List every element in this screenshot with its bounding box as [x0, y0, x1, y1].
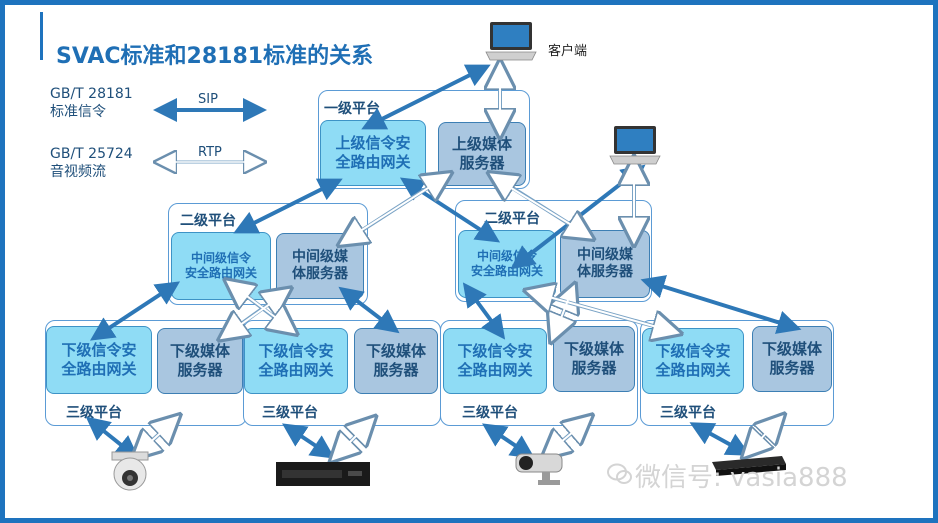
sip-level1-to-level2-left	[233, 178, 343, 234]
sip-level3-2-to-recorder	[282, 423, 335, 459]
level3-2-signal-gateway-text: 下级信令安 全路由网关	[258, 342, 334, 379]
level3-1-media-server-text: 下级媒体 服务器	[169, 342, 230, 379]
level3-2-media-server: 下级媒体 服务器	[354, 328, 438, 394]
level3-2-media-server-text: 下级媒体 服务器	[365, 342, 426, 379]
nvr-recorder-icon	[276, 462, 370, 486]
client-label: 客户端	[548, 44, 588, 59]
dome-camera-icon	[111, 451, 149, 491]
level3-4-signal-gateway-text: 下级信令安 全路由网关	[655, 342, 731, 379]
legend-rtp-standard-desc: 音视频流	[50, 164, 106, 180]
sip-arrows	[85, 64, 802, 460]
rtp-arrows	[142, 74, 775, 452]
level3-4-media-server: 下级媒体 服务器	[752, 326, 832, 392]
sip-client-to-level1	[361, 64, 491, 130]
page-title: SVAC标准和28181标准的关系	[56, 44, 374, 69]
wechat-icon	[607, 463, 632, 484]
dvr-recorder-icon	[712, 456, 786, 476]
sip-level3-1-to-camera	[85, 416, 140, 460]
sip-level3-3-to-camera	[482, 423, 535, 459]
sip-level3-4-to-recorder	[689, 422, 751, 456]
watermark-text: 微信号: vasia888	[635, 463, 848, 493]
legend-rtp-standard: GB/T 25724 音视频流	[50, 145, 133, 181]
level2-left-media-server-text: 中间级媒 体服务器	[292, 248, 348, 283]
bullet-camera-icon	[515, 453, 563, 485]
legend-sip-standard-code: GB/T 28181	[50, 86, 133, 102]
level3-4-platform-label: 三级平台	[660, 405, 716, 421]
sip-level2-left-media-to-level3-2	[338, 286, 400, 334]
sip-level2-right-to-level3-3	[462, 282, 506, 340]
level2-left-platform-label: 二级平台	[180, 213, 236, 229]
laptop-icon	[485, 22, 537, 61]
legend-sip-standard-desc: 标准信令	[50, 104, 106, 120]
level1-media-server-text: 上级媒体 服务器	[451, 135, 512, 172]
legend-sip-standard: GB/T 28181 标准信令	[50, 85, 133, 121]
level3-2-platform-label: 三级平台	[262, 405, 318, 421]
sip-client2-to-level2-right	[510, 164, 646, 270]
level3-4-media-server-text: 下级媒体 服务器	[761, 340, 822, 377]
level3-3-signal-gateway-text: 下级信令安 全路由网关	[457, 342, 533, 379]
level3-1-signal-gateway-text: 下级信令安 全路由网关	[61, 341, 137, 378]
sip-level2-right-media-to-level3-4	[640, 275, 802, 334]
legend-rtp-standard-code: GB/T 25724	[50, 146, 133, 162]
level3-3-platform-label: 三级平台	[462, 405, 518, 421]
level1-signal-gateway-text: 上级信令安 全路由网关	[335, 134, 411, 171]
title-accent-bar	[40, 12, 43, 60]
sip-level2-left-to-level3-1	[89, 281, 181, 341]
laptop-icon	[609, 126, 661, 165]
